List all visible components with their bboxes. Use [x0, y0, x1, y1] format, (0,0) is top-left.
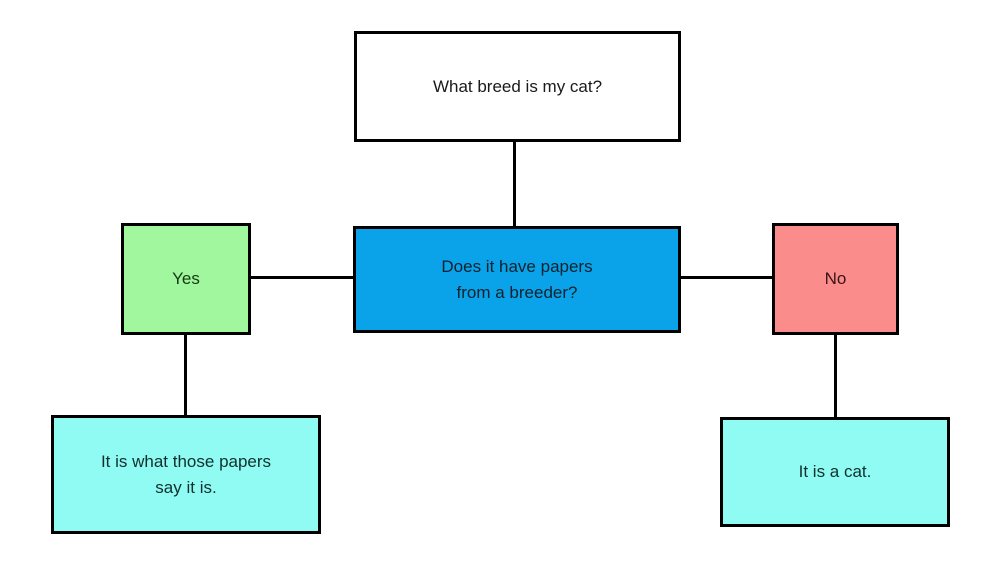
- connector-decision-no: [681, 276, 772, 279]
- connector-yes-decision: [251, 276, 353, 279]
- question-node-label: What breed is my cat?: [432, 76, 603, 96]
- no-node-label: No: [824, 269, 847, 288]
- connector-question-decision: [513, 142, 516, 226]
- papers-result-node: It is what those papers say it is.: [51, 415, 321, 534]
- no-node: No: [772, 223, 899, 335]
- cat-result-node: It is a cat.: [720, 417, 950, 527]
- decision-node: Does it have papers from a breeder?: [353, 226, 681, 333]
- connector-yes-papers: [184, 335, 187, 415]
- cat-result-node-label: It is a cat.: [798, 462, 872, 481]
- question-node: What breed is my cat?: [354, 31, 681, 142]
- yes-node-label: Yes: [172, 269, 200, 288]
- papers-result-node-label: It is what those papers say it is.: [100, 451, 272, 497]
- yes-node: Yes: [121, 223, 251, 335]
- connector-no-cat: [834, 335, 837, 417]
- decision-node-label: Does it have papers from a breeder?: [441, 256, 593, 302]
